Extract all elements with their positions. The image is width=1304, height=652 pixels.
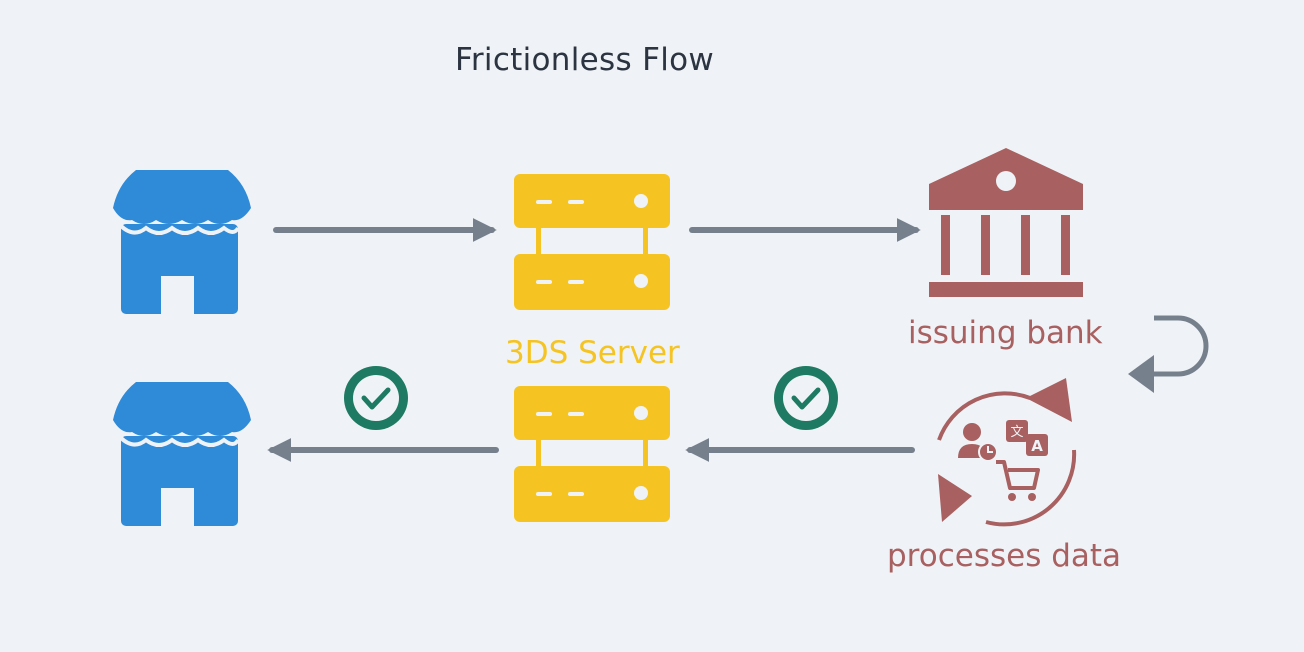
svg-text:A: A xyxy=(1031,437,1043,455)
server-label: 3DS Server xyxy=(505,335,680,371)
server-icon-bottom xyxy=(512,384,672,524)
return-arrow-icon xyxy=(1128,315,1209,393)
process-label: processes data xyxy=(887,538,1122,574)
merchant-store-icon xyxy=(111,168,253,318)
data-processing-icon: 文 A xyxy=(937,378,1077,527)
bank-label: issuing bank xyxy=(908,315,1103,351)
svg-text:文: 文 xyxy=(1010,425,1023,440)
bank-icon xyxy=(929,148,1083,297)
check-circle-icon-right xyxy=(774,366,838,430)
server-icon-top xyxy=(512,172,672,312)
diagram-title: Frictionless Flow xyxy=(455,42,715,78)
check-circle-icon-left xyxy=(344,366,408,430)
merchant-store-icon-return xyxy=(111,380,253,530)
